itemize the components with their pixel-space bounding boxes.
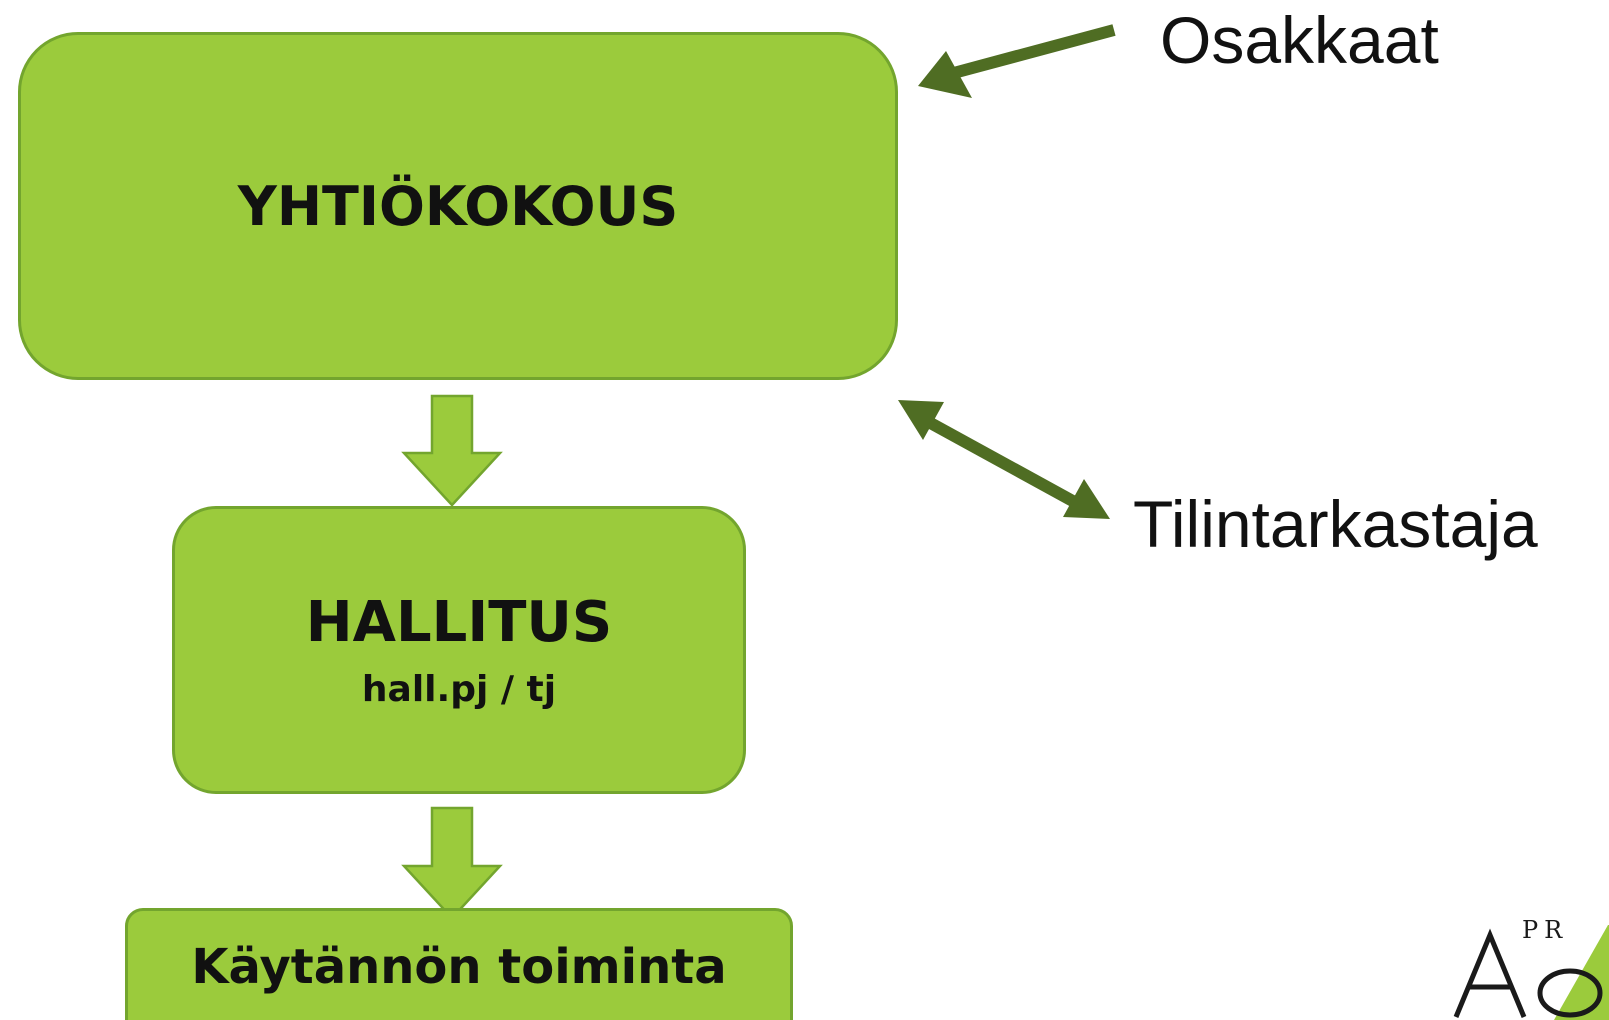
yhtiokokous-title: YHTIÖKOKOUS bbox=[237, 174, 679, 238]
kaytannon-toiminta-title: Käytännön toiminta bbox=[191, 939, 727, 995]
hallitus-subtitle: hall.pj / tj bbox=[361, 669, 557, 710]
tilintarkastaja-arrow bbox=[898, 400, 1110, 519]
osakkaat-label: Osakkaat bbox=[1160, 3, 1439, 77]
logo-text: PR bbox=[1522, 916, 1568, 944]
company-logo: PR bbox=[1450, 905, 1609, 1020]
kaytannon-toiminta-box: Käytännön toiminta bbox=[125, 908, 793, 1020]
down-arrow-1 bbox=[401, 394, 503, 507]
hallitus-box: HALLITUS hall.pj / tj bbox=[172, 506, 746, 794]
hallitus-title: HALLITUS bbox=[305, 590, 613, 655]
tilintarkastaja-label: Tilintarkastaja bbox=[1133, 487, 1538, 561]
down-arrow-2 bbox=[401, 806, 503, 920]
yhtiokokous-box: YHTIÖKOKOUS bbox=[18, 32, 898, 380]
osakkaat-arrow bbox=[918, 24, 1116, 98]
